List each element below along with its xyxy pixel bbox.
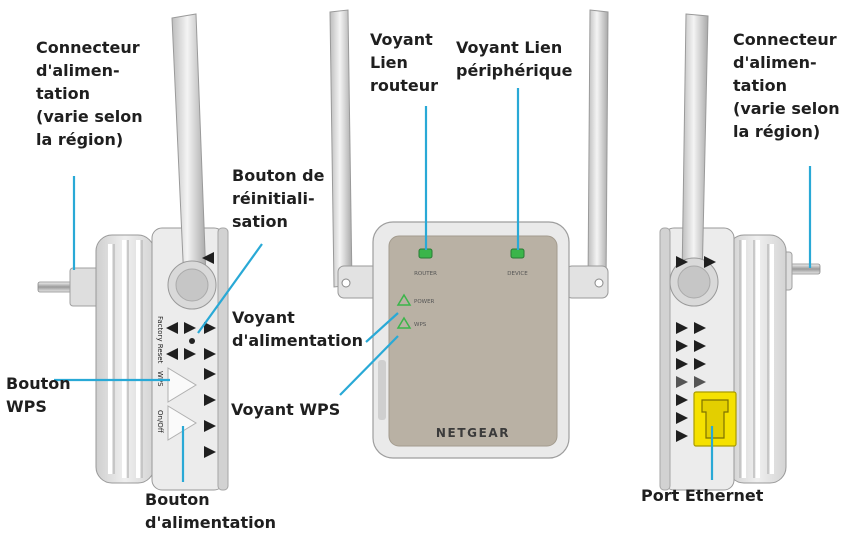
label-ethernet-port: Port Ethernet: [641, 486, 764, 505]
front-antenna-right: [587, 9, 609, 288]
brand-logo: NETGEAR: [436, 426, 510, 440]
left-vent-triangles: [166, 252, 216, 458]
wps-led: [396, 316, 412, 329]
front-view: ROUTER DEVICE POWER WPS NETGEAR: [329, 9, 609, 459]
on-off-text: On/Off: [156, 410, 164, 433]
right-vent-triangles: [676, 256, 716, 442]
router-led-text: ROUTER: [414, 271, 437, 277]
front-panel: [388, 235, 558, 447]
factory-reset-text: Factory Reset: [156, 316, 164, 364]
leader-lines: [54, 88, 812, 482]
right-side-view: [659, 13, 821, 491]
wps-button[interactable]: [167, 367, 197, 403]
front-antenna-left: [329, 9, 353, 288]
device-led: [510, 248, 525, 259]
router-led: [418, 248, 433, 259]
reset-hole[interactable]: [189, 338, 195, 344]
power-led: [396, 293, 412, 306]
label-wps-led: Voyant WPS: [231, 400, 341, 419]
left-side-view: Factory Reset WPS On/Off: [37, 13, 229, 491]
device-led-text: DEVICE: [507, 271, 528, 277]
wps-led-text: WPS: [414, 322, 427, 328]
power-led-text: POWER: [414, 299, 435, 305]
